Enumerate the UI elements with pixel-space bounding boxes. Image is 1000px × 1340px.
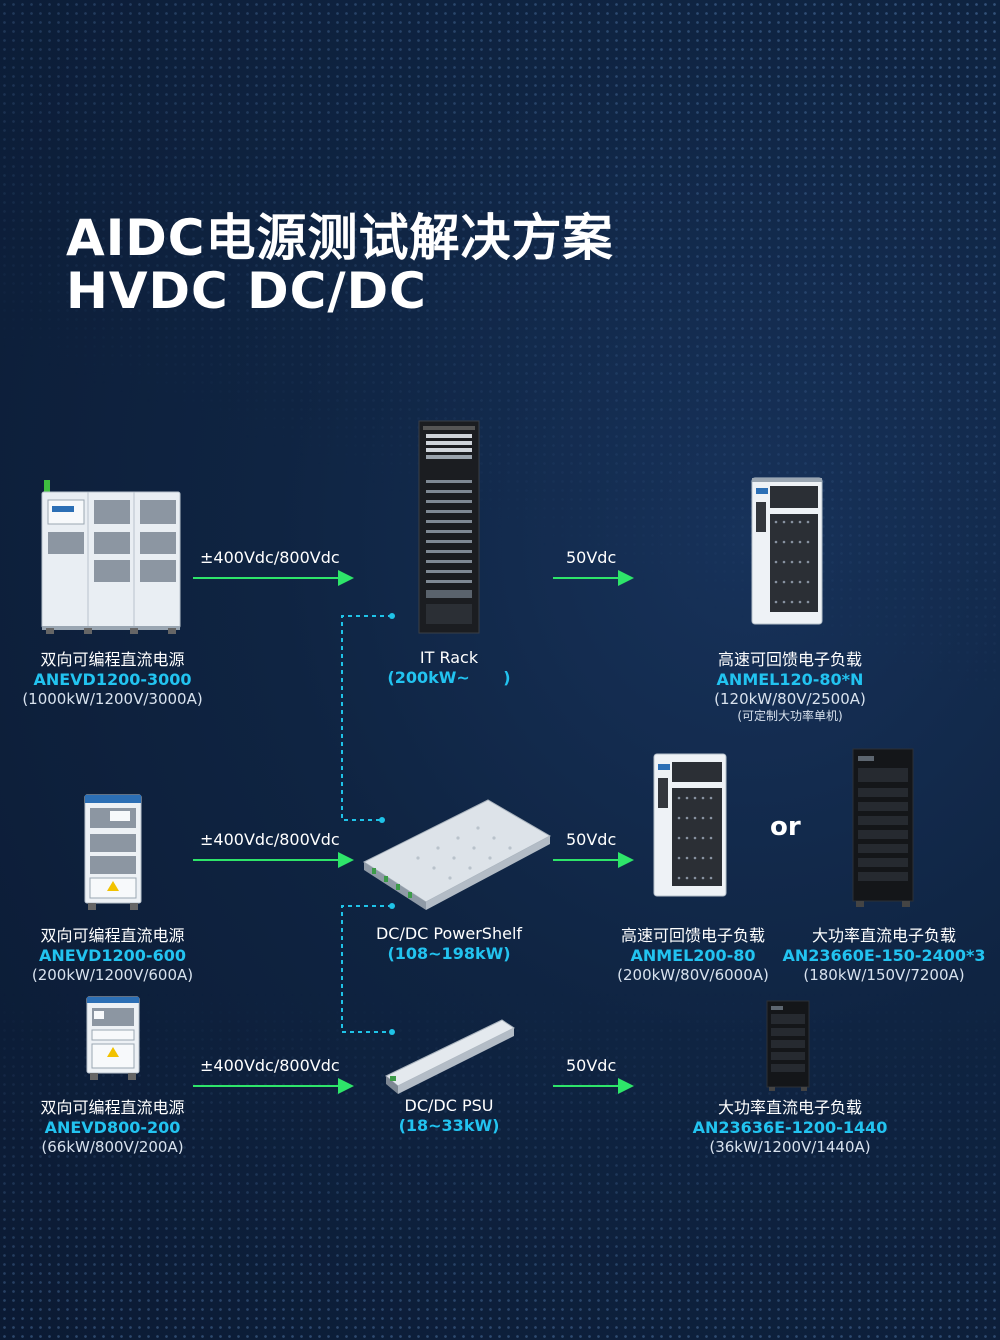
dashed-rack-shelf <box>341 615 392 821</box>
dut-label-it-rack: IT Rack (200kW~ ) <box>349 648 549 688</box>
input-voltage-label-2: ±400Vdc/800Vdc <box>200 830 340 849</box>
source-name-2: 双向可编程直流电源 <box>40 926 185 945</box>
load-spec-1: (120kW/80V/2500A) <box>714 690 866 708</box>
source-name-3: 双向可编程直流电源 <box>40 1098 185 1117</box>
load-label-3: 大功率直流电子负载 AN23660E-150-2400*3 (180kW/150… <box>775 926 993 985</box>
dut-name-1: IT Rack <box>419 648 479 667</box>
source-label-2: 双向可编程直流电源 ANEVD1200-600 (200kW/1200V/600… <box>15 926 210 985</box>
load-dc-small-black-image <box>766 1000 810 1091</box>
input-voltage-label-1: ±400Vdc/800Vdc <box>200 548 340 567</box>
dashed-shelf-psu <box>341 905 392 1033</box>
load-dc-large-black-image <box>852 748 914 907</box>
output-voltage-label-1: 50Vdc <box>566 548 617 567</box>
source-model-2: ANEVD1200-600 <box>39 946 186 965</box>
dashed-connectors <box>341 613 395 1035</box>
dut-label-psu: DC/DC PSU (18~33kW) <box>349 1096 549 1136</box>
dut-spec-3: (18~33kW) <box>398 1116 500 1135</box>
load-name-3: 大功率直流电子负载 <box>811 926 956 945</box>
load-spec-2: (200kW/80V/6000A) <box>617 966 769 984</box>
dut-label-powershelf: DC/DC PowerShelf (108~198kW) <box>349 924 549 964</box>
source-cabinet-small-image <box>86 996 140 1080</box>
input-voltage-label-3: ±400Vdc/800Vdc <box>200 1056 340 1075</box>
output-voltage-label-3: 50Vdc <box>566 1056 617 1075</box>
source-spec-3: (66kW/800V/200A) <box>41 1138 184 1156</box>
load-regen-medium-image <box>653 753 727 897</box>
page-title: AIDC电源测试解决方案 <box>66 209 614 267</box>
or-text: or <box>770 812 801 842</box>
source-cabinet-large-image <box>41 480 181 634</box>
source-label-1: 双向可编程直流电源 ANEVD1200-3000 (1000kW/1200V/3… <box>15 650 210 709</box>
load-model-3: AN23660E-150-2400*3 <box>782 946 986 965</box>
source-model-3: ANEVD800-200 <box>44 1118 181 1137</box>
output-voltage-label-2: 50Vdc <box>566 830 617 849</box>
source-name-1: 双向可编程直流电源 <box>40 650 185 669</box>
load-model-4: AN23636E-1200-1440 <box>692 1118 888 1137</box>
load-label-2: 高速可回馈电子负载 ANMEL200-80 (200kW/80V/6000A) <box>583 926 803 985</box>
it-rack-image <box>418 420 480 634</box>
load-spec-4: (36kW/1200V/1440A) <box>709 1138 871 1156</box>
load-label-1: 高速可回馈电子负载 ANMEL120-80*N (120kW/80V/2500A… <box>680 650 900 724</box>
load-note-1: (可定制大功率单机) <box>737 708 843 723</box>
source-spec-1: (1000kW/1200V/3000A) <box>22 690 203 708</box>
load-regen-large-image <box>751 477 823 625</box>
green-arrows <box>193 570 634 1094</box>
load-label-4: 大功率直流电子负载 AN23636E-1200-1440 (36kW/1200V… <box>680 1098 900 1157</box>
load-model-2: ANMEL200-80 <box>630 946 756 965</box>
load-spec-3: (180kW/150V/7200A) <box>803 966 965 984</box>
page-subtitle: HVDC DC/DC <box>66 262 427 320</box>
source-cabinet-medium-image <box>84 794 142 910</box>
dut-spec-1: (200kW~ ) <box>387 668 511 687</box>
source-label-3: 双向可编程直流电源 ANEVD800-200 (66kW/800V/200A) <box>15 1098 210 1157</box>
powershelf-image <box>362 799 552 910</box>
load-name-1: 高速可回馈电子负载 <box>717 650 862 669</box>
dut-name-3: DC/DC PSU <box>404 1096 494 1115</box>
psu-module-image <box>385 1019 515 1094</box>
load-name-4: 大功率直流电子负载 <box>717 1098 862 1117</box>
source-spec-2: (200kW/1200V/600A) <box>31 966 194 984</box>
dut-spec-2: (108~198kW) <box>387 944 511 963</box>
dut-name-2: DC/DC PowerShelf <box>375 924 523 943</box>
load-model-1: ANMEL120-80*N <box>716 670 864 689</box>
source-model-1: ANEVD1200-3000 <box>33 670 192 689</box>
load-name-2: 高速可回馈电子负载 <box>620 926 765 945</box>
